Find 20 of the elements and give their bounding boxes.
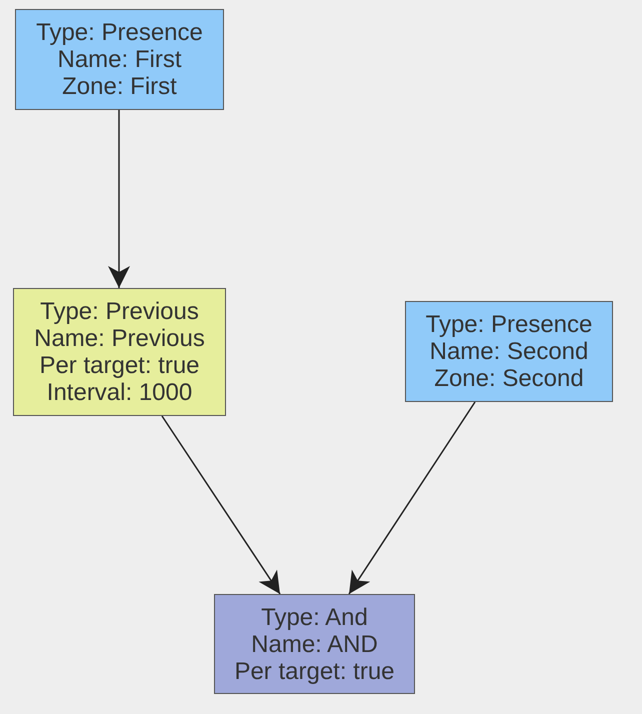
node-text: Zone: Second (434, 365, 584, 392)
process-box (13, 288, 226, 416)
node-text: Name: Previous (34, 325, 205, 352)
process-box (405, 301, 613, 402)
node-text: Name: Second (430, 338, 588, 365)
node-text: Zone: First (62, 73, 177, 100)
node-text: Type: Previous (40, 298, 199, 325)
node-text: Type: Presence (36, 19, 203, 46)
arrow (161, 416, 281, 594)
node-text: Name: AND (251, 630, 378, 658)
process-box (214, 594, 415, 694)
arrow (348, 402, 476, 594)
node-text: Per target: true (39, 352, 200, 379)
node-text: Per target: true (234, 658, 395, 684)
node-text: Name: First (57, 46, 182, 73)
process-box (15, 9, 224, 110)
node-text: Type: Presence (426, 311, 592, 338)
node-text: Type: And (261, 604, 368, 630)
arrow (108, 110, 130, 288)
node-text: Interval: 1000 (46, 379, 192, 406)
